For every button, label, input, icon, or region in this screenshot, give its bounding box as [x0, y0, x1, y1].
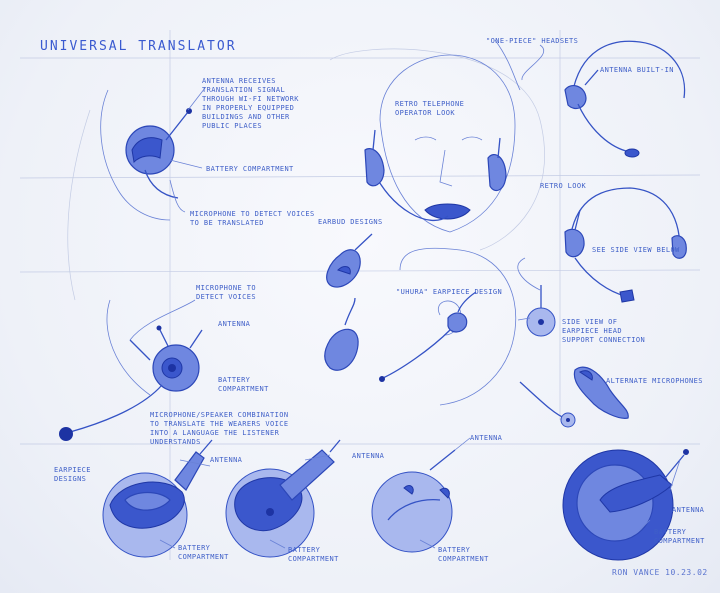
- label-antenna-built-in: ANTENNA BUILT-IN: [600, 66, 674, 74]
- alternate-microphones-sketch: [519, 366, 629, 428]
- label-antenna-bottom-4: ANTENNA: [672, 506, 705, 514]
- label-see-side-view: SEE SIDE VIEW BELOW: [592, 246, 680, 254]
- leader-lines: [159, 39, 681, 549]
- label-retro-telephone: RETRO TELEPHONE OPERATOR LOOK: [395, 100, 465, 117]
- label-one-piece-headsets: "ONE-PIECE" HEADSETS: [486, 37, 579, 45]
- side-view-earpiece-sketch: [517, 285, 556, 337]
- artist-signature: RON VANCE 10.23.02: [612, 568, 708, 577]
- face-headset-sketch: [364, 54, 516, 233]
- label-uhura-earpiece: "UHURA" EARPIECE DESIGN: [396, 288, 503, 296]
- label-antenna-bottom-2: ANTENNA: [352, 452, 385, 460]
- sheet-title: UNIVERSAL TRANSLATOR: [40, 39, 237, 54]
- label-microphone-detect-voices-mid: MICROPHONE TO DETECT VOICES: [196, 284, 256, 301]
- label-mic-speaker-combo: MICROPHONE/SPEAKER COMBINATION TO TRANSL…: [150, 411, 289, 446]
- guide-lines: [19, 30, 701, 560]
- label-earbud-designs: EARBUD DESIGNS: [318, 218, 383, 226]
- label-antenna-bottom-1: ANTENNA: [210, 456, 243, 464]
- label-antenna-mid: ANTENNA: [218, 320, 251, 328]
- one-piece-headset-sketch: [521, 40, 686, 158]
- label-antenna-receives: ANTENNA RECEIVES TRANSLATION SIGNAL THRO…: [202, 77, 299, 130]
- label-battery-compartment-mid: BATTERY COMPARTMENT: [218, 376, 269, 393]
- label-retro-look: RETRO LOOK: [540, 182, 587, 190]
- label-microphone-detect-voices-top: MICROPHONE TO DETECT VOICES TO BE TRANSL…: [190, 210, 315, 227]
- retro-look-headset-sketch: [517, 187, 687, 303]
- earpiece-sketch-mid-left: [59, 299, 203, 441]
- label-battery-compartment-top: BATTERY COMPARTMENT: [206, 165, 294, 173]
- label-battery-bottom-1: BATTERY COMPARTMENT: [178, 544, 229, 561]
- label-battery-bottom-4: BATTERY COMPARTMENT: [654, 528, 705, 545]
- label-earpiece-designs: EARPIECE DESIGNS: [54, 466, 91, 483]
- earbud-designs-sketch: [324, 233, 373, 371]
- uhura-earpiece-sketch: [379, 247, 517, 406]
- label-side-view: SIDE VIEW OF EARPIECE HEAD SUPPORT CONNE…: [562, 318, 646, 344]
- label-antenna-bottom-3: ANTENNA: [470, 434, 503, 442]
- label-alternate-microphones: ALTERNATE MICROPHONES: [606, 377, 703, 385]
- earpiece-designs-bottom: [102, 439, 689, 561]
- label-battery-bottom-2: BATTERY COMPARTMENT: [288, 546, 339, 563]
- label-battery-bottom-3: BATTERY COMPARTMENT: [438, 546, 489, 563]
- earpiece-sketch-top-left: [100, 87, 206, 221]
